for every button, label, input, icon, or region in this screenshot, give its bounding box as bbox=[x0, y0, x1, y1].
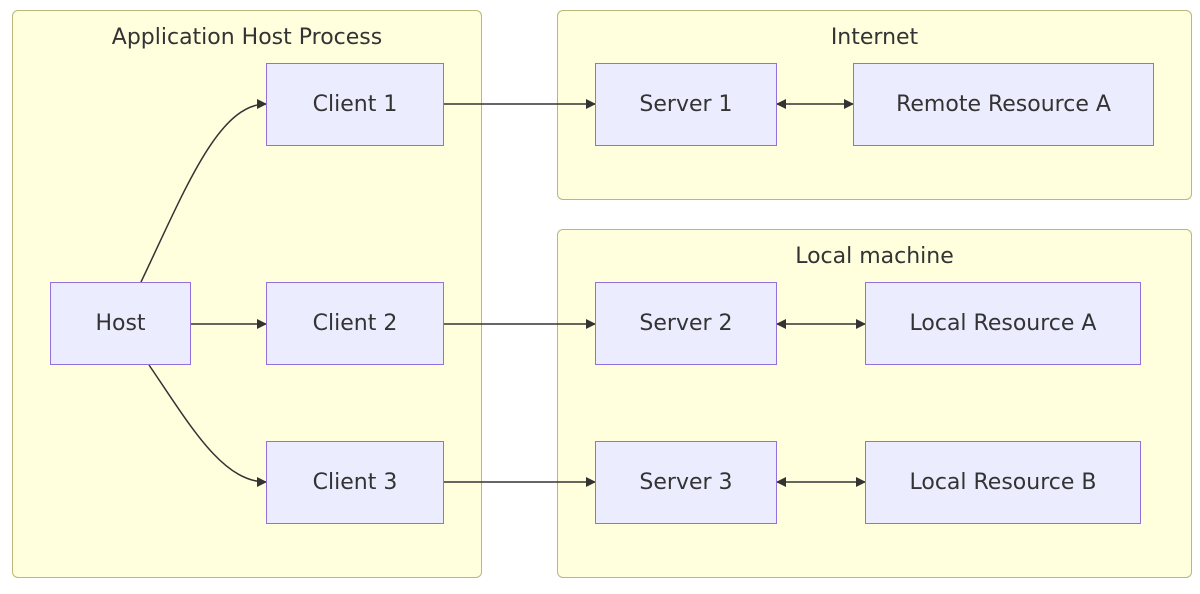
node-label: Local Resource A bbox=[909, 311, 1097, 336]
node-host: Host bbox=[50, 282, 191, 365]
node-label: Client 1 bbox=[312, 92, 398, 117]
node-label: Server 1 bbox=[639, 92, 733, 117]
node-label: Client 2 bbox=[312, 311, 398, 336]
node-server-3: Server 3 bbox=[595, 441, 777, 524]
node-local-resource-b: Local Resource B bbox=[865, 441, 1141, 524]
node-label: Server 2 bbox=[639, 311, 733, 336]
node-client-3: Client 3 bbox=[266, 441, 444, 524]
node-client-2: Client 2 bbox=[266, 282, 444, 365]
node-label: Server 3 bbox=[639, 470, 733, 495]
node-client-1: Client 1 bbox=[266, 63, 444, 146]
node-local-resource-a: Local Resource A bbox=[865, 282, 1141, 365]
node-remote-resource-a: Remote Resource A bbox=[853, 63, 1154, 146]
cluster-title: Local machine bbox=[795, 244, 954, 269]
node-label: Local Resource B bbox=[909, 470, 1097, 495]
node-server-2: Server 2 bbox=[595, 282, 777, 365]
node-label: Remote Resource A bbox=[896, 92, 1111, 117]
cluster-title: Application Host Process bbox=[111, 25, 383, 50]
cluster-title: Internet bbox=[830, 25, 919, 50]
node-label: Host bbox=[95, 311, 146, 336]
node-server-1: Server 1 bbox=[595, 63, 777, 146]
node-label: Client 3 bbox=[312, 470, 398, 495]
